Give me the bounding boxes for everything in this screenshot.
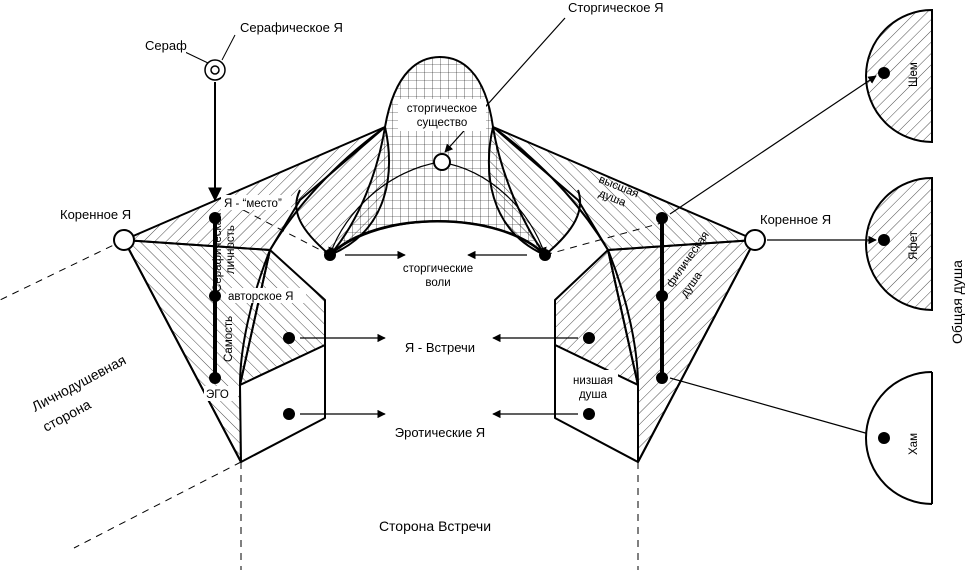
selfhood-label: Самость xyxy=(223,316,235,362)
common-soul-arrows xyxy=(669,75,877,438)
storgic-being-node xyxy=(433,153,451,171)
lower-soul-label-2: душа xyxy=(579,389,608,401)
seraph-label: Сераф xyxy=(145,38,187,53)
erotic-selves-label: Эротические Я xyxy=(395,425,485,440)
root-self-right-label: Коренное Я xyxy=(760,212,831,227)
storgic-wills-label-1: сторгические xyxy=(403,263,473,275)
shem-label: Шем xyxy=(908,62,920,87)
lower-soul-label-1: низшая xyxy=(573,375,613,387)
horizontal-arrows xyxy=(300,250,578,419)
nodes xyxy=(113,67,890,444)
storgic-being-label-1: сторгическое xyxy=(407,103,477,115)
root-self-left-label: Коренное Я xyxy=(60,207,131,222)
root-self-left-node xyxy=(113,229,135,251)
storgic-arcs xyxy=(328,161,547,256)
text-labels: Сераф Серафическое Я Сторгическое Я стор… xyxy=(29,0,965,534)
right-wing xyxy=(487,126,756,463)
seraphic-personality-label-2: личность xyxy=(225,225,237,274)
meeting-side-label: Сторона Встречи xyxy=(379,518,491,534)
meeting-self-label: Я - Встречи xyxy=(405,340,475,355)
author-self-label: авторское Я xyxy=(228,291,293,303)
storgic-being-label-2: существо xyxy=(417,117,468,129)
root-self-right-node xyxy=(744,229,766,251)
ego-label: ЭГО xyxy=(206,389,229,401)
storgic-self-label: Сторгическое Я xyxy=(568,0,663,15)
common-soul-parts xyxy=(865,8,933,505)
dashed-guides xyxy=(0,197,666,570)
ham-label: Хам xyxy=(908,433,920,455)
yafet-label: Яфет xyxy=(908,230,920,260)
self-place-label: Я - “место” xyxy=(224,198,282,210)
seraphic-personality-label-1: Серафическая xyxy=(212,213,224,292)
outer-edges xyxy=(123,239,756,463)
seraphic-self-label: Серафическое Я xyxy=(240,20,343,35)
storgic-wills-label-2: воли xyxy=(425,277,450,289)
common-soul-label: Общая душа xyxy=(949,260,965,344)
